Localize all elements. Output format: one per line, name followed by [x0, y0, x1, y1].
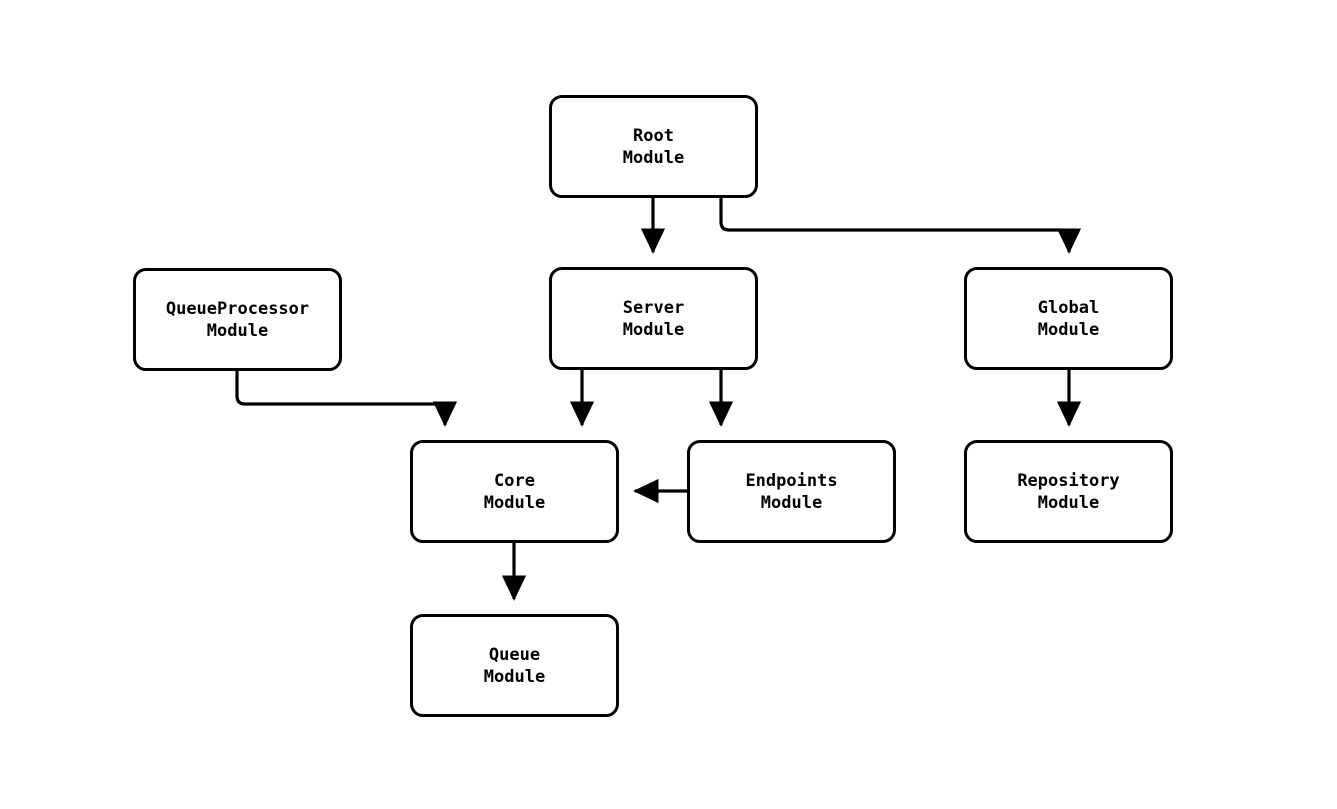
node-root-module-label-line2: Module	[622, 147, 685, 168]
node-server-module-label-line2: Module	[622, 319, 685, 340]
node-queue-module-label-line2: Module	[483, 666, 546, 687]
edge-queueprocessor-to-core	[235, 371, 458, 427]
node-global-module-label-line2: Module	[1037, 319, 1100, 340]
node-endpoints-module[interactable]: Endpoints Module	[687, 440, 896, 543]
node-root-module[interactable]: Root Module	[549, 95, 758, 198]
node-server-module-label-line1: Server	[622, 297, 685, 318]
node-endpoints-module-label-line1: Endpoints	[745, 470, 838, 491]
node-global-module[interactable]: Global Module	[964, 267, 1173, 370]
node-server-module[interactable]: Server Module	[549, 267, 758, 370]
node-root-module-label-line1: Root	[633, 125, 674, 146]
node-core-module[interactable]: Core Module	[410, 440, 619, 543]
node-core-module-label-line2: Module	[483, 492, 546, 513]
node-endpoints-module-label-line2: Module	[760, 492, 823, 513]
node-queue-module-label-line1: Queue	[488, 644, 541, 665]
node-queueprocessor-module-label-line1: QueueProcessor	[165, 298, 310, 319]
edge-root-to-global	[719, 198, 1082, 254]
node-queueprocessor-module-label-line2: Module	[206, 320, 269, 341]
node-global-module-label-line1: Global	[1037, 297, 1100, 318]
node-core-module-label-line1: Core	[494, 470, 535, 491]
node-queue-module[interactable]: Queue Module	[410, 614, 619, 717]
node-repository-module-label-line1: Repository	[1017, 470, 1120, 491]
node-repository-module-label-line2: Module	[1037, 492, 1100, 513]
node-queueprocessor-module[interactable]: QueueProcessor Module	[133, 268, 342, 371]
node-repository-module[interactable]: Repository Module	[964, 440, 1173, 543]
